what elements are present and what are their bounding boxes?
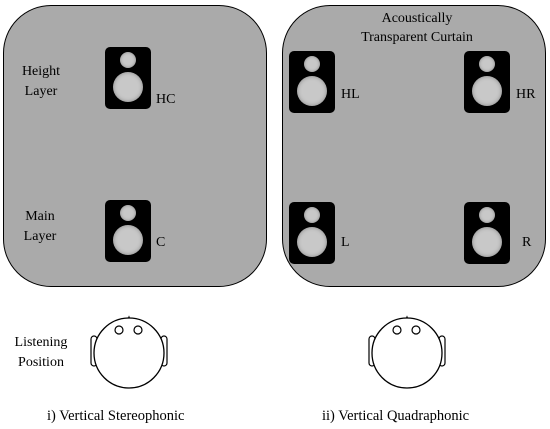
speaker-hc-icon — [105, 47, 151, 109]
caption-quadraphonic: ii) Vertical Quadraphonic — [322, 408, 470, 424]
listener-head-icon — [368, 315, 446, 389]
speaker-hc-label: HC — [156, 92, 176, 107]
main-layer-label: Main Layer — [18, 207, 62, 247]
listening-position-label-line2: Position — [18, 355, 64, 370]
speaker-l-icon — [289, 202, 335, 264]
main-layer-label-line1: Main — [25, 209, 55, 224]
main-layer-label-line2: Layer — [23, 229, 57, 244]
curtain-label-line1: Acoustically — [381, 11, 453, 26]
listening-position-label-line1: Listening — [14, 335, 68, 350]
speaker-c-label: C — [156, 235, 166, 250]
listener-head-icon — [90, 315, 168, 389]
speaker-hr-label: HR — [516, 87, 536, 102]
speaker-l-label: L — [341, 235, 350, 250]
height-layer-label: Height Layer — [14, 62, 68, 102]
caption-stereophonic: i) Vertical Stereophonic — [47, 408, 185, 424]
curtain-label-line2: Transparent Curtain — [361, 30, 473, 45]
curtain-label: Acoustically Transparent Curtain — [322, 9, 512, 47]
speaker-hl-icon — [289, 51, 335, 113]
speaker-hr-icon — [464, 51, 510, 113]
listening-position-label: Listening Position — [10, 333, 72, 373]
speaker-c-icon — [105, 200, 151, 262]
height-layer-label-line2: Layer — [24, 84, 58, 99]
height-layer-label-line1: Height — [21, 64, 61, 79]
speaker-r-label: R — [522, 235, 532, 250]
speaker-r-icon — [464, 202, 510, 264]
speaker-hl-label: HL — [341, 87, 360, 102]
